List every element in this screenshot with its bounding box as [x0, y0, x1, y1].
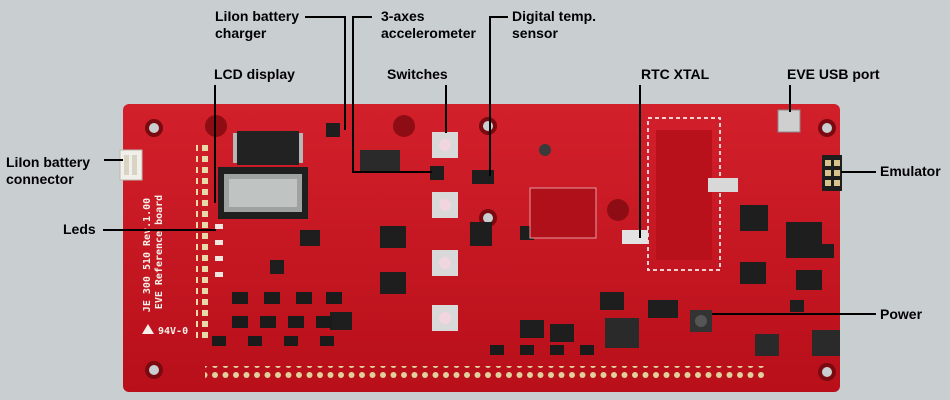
- transistor-rows: [212, 292, 594, 355]
- circuit-board: [123, 104, 840, 392]
- power-components: [605, 300, 840, 356]
- accelerometer-chip: [430, 166, 444, 180]
- leader-lines: [103, 16, 876, 315]
- slide-switch: [708, 178, 738, 192]
- left-pin-header: [196, 140, 208, 340]
- label-power: Power: [880, 306, 923, 322]
- label-usb: EVE USB port: [787, 66, 880, 82]
- silkscreen-rating: 94V-0: [158, 326, 188, 337]
- leader-charger: [305, 16, 346, 130]
- switches: [432, 132, 458, 331]
- label-emulator: Emulator: [880, 163, 941, 179]
- warning-triangle-icon: [142, 324, 154, 334]
- temp-sensor-chip: [472, 170, 494, 184]
- lcd-driver-chip: [237, 131, 299, 165]
- usb-port: [777, 109, 801, 133]
- battery-connector: [119, 149, 143, 181]
- lcd-display: [218, 167, 308, 219]
- label-leds: Leds: [63, 221, 96, 237]
- eve-chip-footprint: [647, 117, 721, 271]
- label-switches: Switches: [387, 66, 448, 82]
- leader-temp: [489, 16, 508, 176]
- leader-accelerometer: [352, 16, 432, 173]
- rtc-crystal: [622, 230, 648, 244]
- label-rtc: RTC XTAL: [641, 66, 710, 82]
- charger-chip: [326, 123, 340, 137]
- bottom-pin-header: [205, 366, 765, 380]
- leds: [215, 224, 223, 277]
- label-temp-sensor: Digital temp.sensor: [512, 8, 597, 41]
- chip-footprint: [529, 187, 597, 239]
- silkscreen-board-text: JE 300 510 Rev.1.00 EVE Reference board: [142, 192, 165, 312]
- label-lcd: LCD display: [214, 66, 295, 82]
- right-ic-chips: [740, 205, 834, 312]
- ic-chips: [270, 222, 624, 342]
